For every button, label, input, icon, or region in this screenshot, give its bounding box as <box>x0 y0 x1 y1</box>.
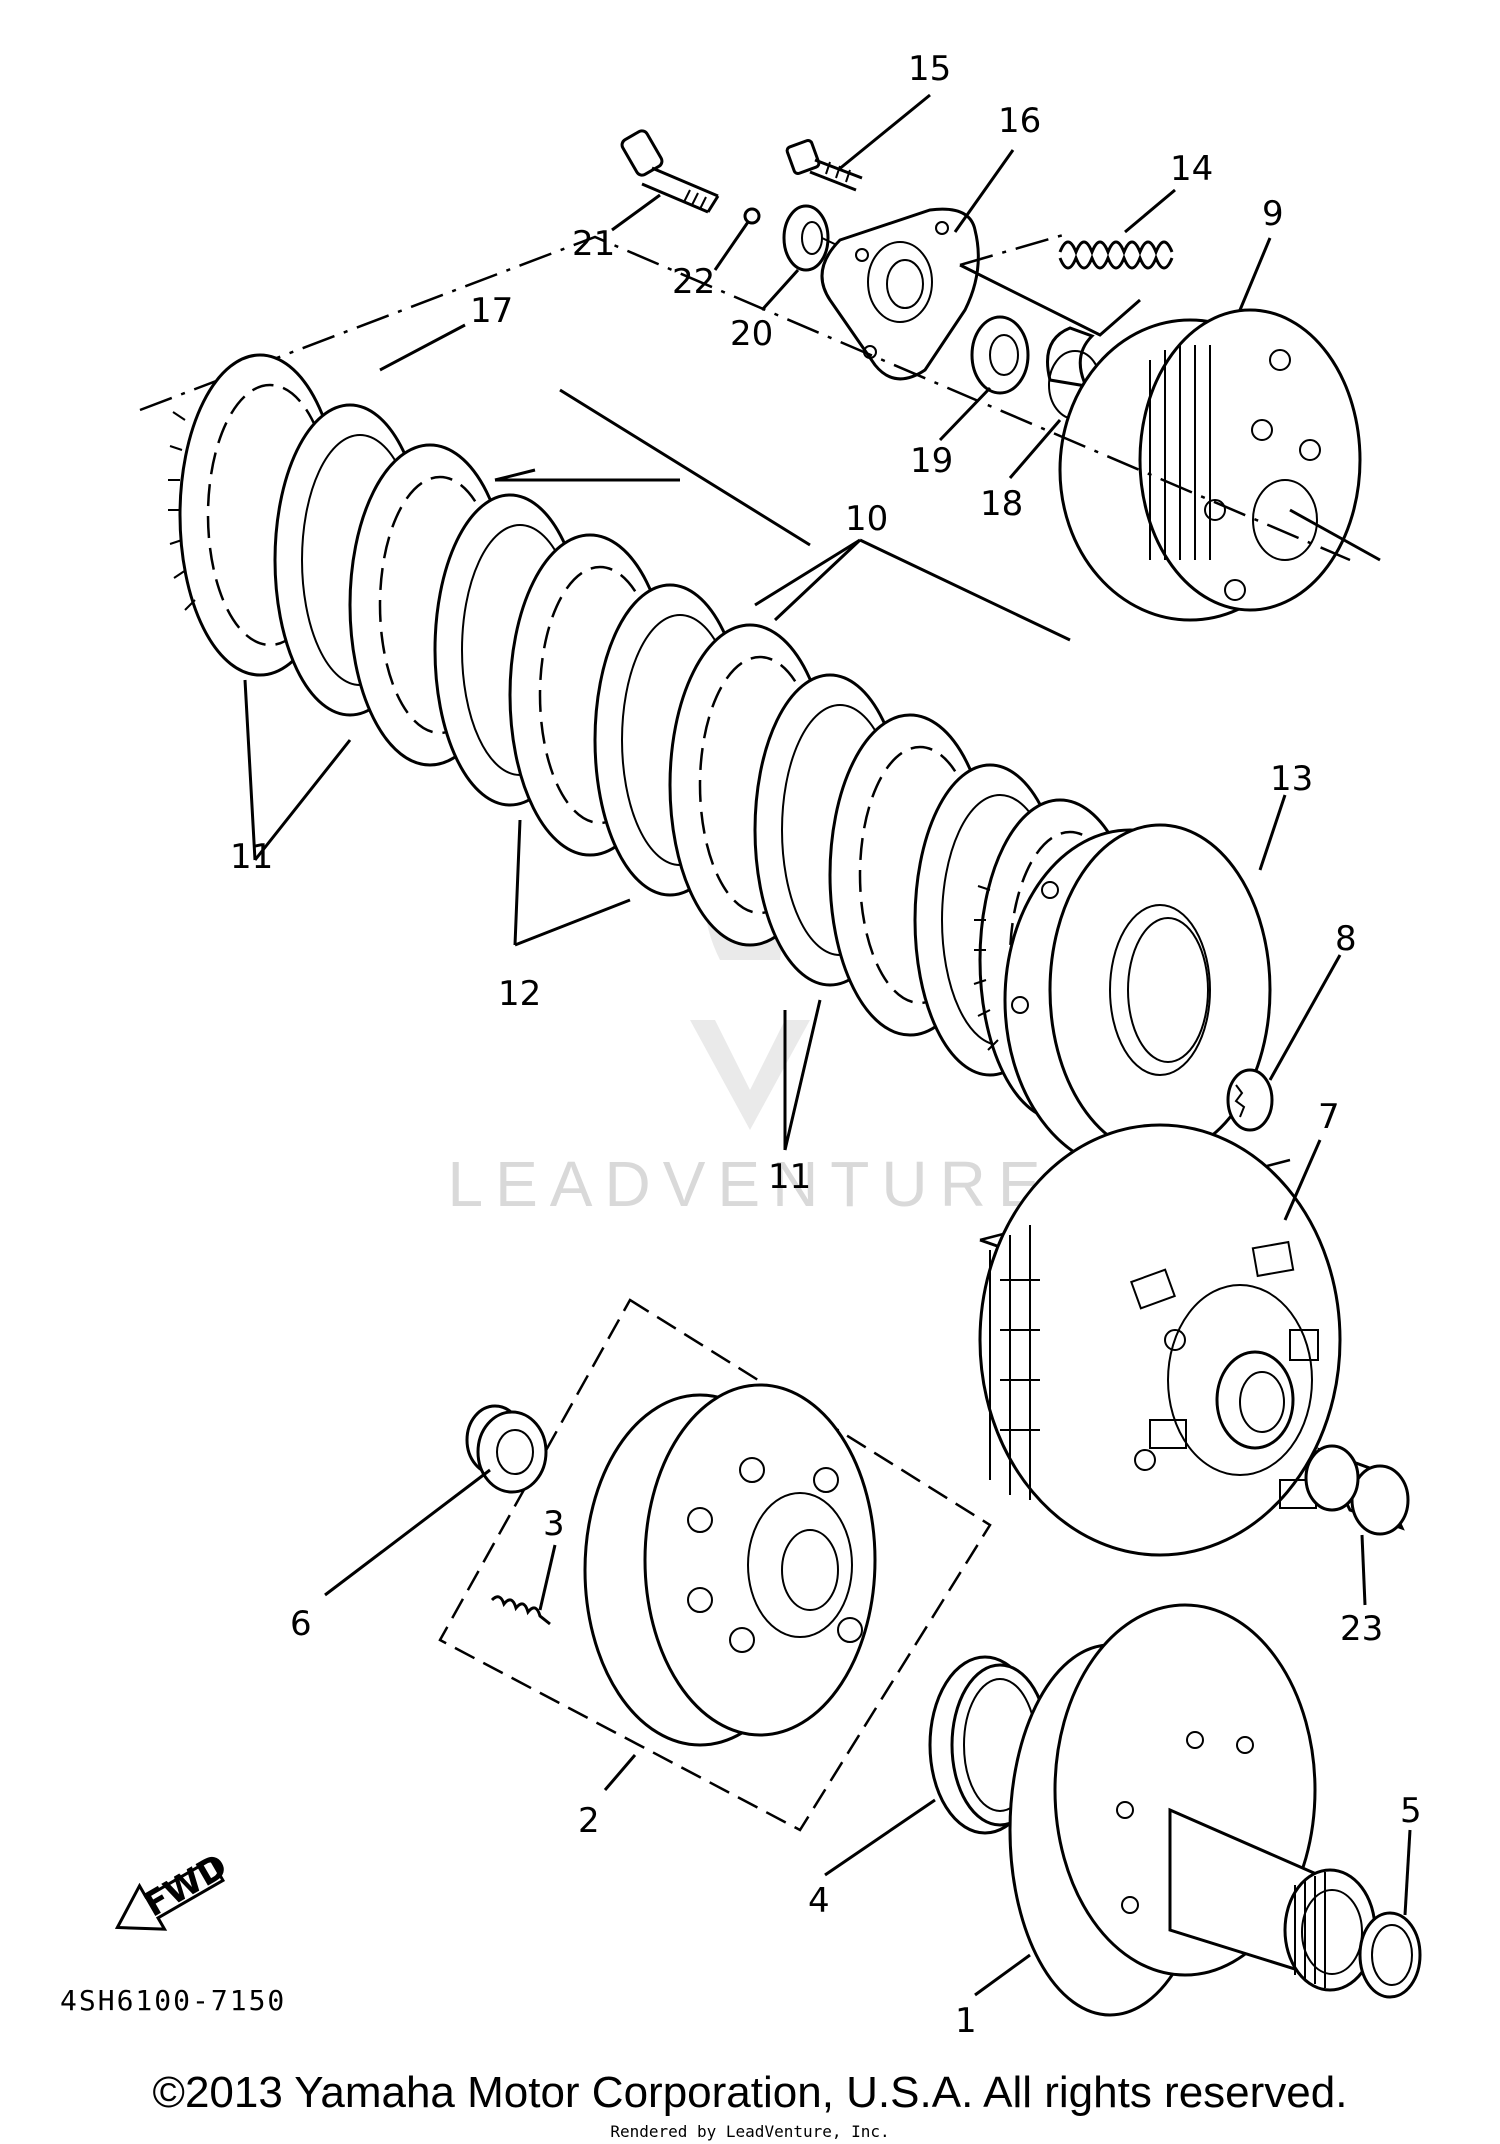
part-8-circlip <box>1226 1068 1274 1132</box>
part-22-ball <box>743 207 761 225</box>
part-code: 4SH6100-7150 <box>60 1984 286 2017</box>
part-9-pressure-plate <box>1058 308 1381 622</box>
callout-1: 1 <box>955 2001 977 2041</box>
part-2-clutch-carrier <box>583 1383 877 1747</box>
leader-5 <box>1403 1829 1412 1916</box>
part-15-screw <box>785 139 863 192</box>
callout-20: 20 <box>730 314 773 354</box>
rendered-by-credit: Rendered by LeadVenture, Inc. <box>610 2122 890 2141</box>
leader-3 <box>538 1544 557 1611</box>
bracket-12 <box>513 819 631 947</box>
bracket-11b <box>783 999 822 1151</box>
callout-5: 5 <box>1400 1791 1422 1831</box>
leader-16 <box>953 149 1015 233</box>
plate-stack <box>168 353 1274 1172</box>
part-13-clutch-boss <box>1003 823 1272 1172</box>
leader-9 <box>1238 237 1272 311</box>
leader-13 <box>1258 794 1287 871</box>
callout-18: 18 <box>980 484 1023 524</box>
bracket-10-ticks <box>495 478 862 622</box>
callout-21: 21 <box>572 224 615 264</box>
leader-18 <box>1008 419 1062 479</box>
part-2-group-box <box>438 1298 992 1832</box>
bracket-11a <box>243 679 352 861</box>
callout-6: 6 <box>290 1604 312 1644</box>
copyright-notice: ©2013 Yamaha Motor Corporation, U.S.A. A… <box>152 2068 1348 2117</box>
leader-8 <box>1268 954 1342 1081</box>
part-3-spring <box>490 1595 551 1626</box>
leader-19 <box>938 386 992 442</box>
callout-16: 16 <box>998 101 1041 141</box>
leader-2 <box>603 1754 637 1791</box>
leader-21 <box>611 193 661 232</box>
leader-7 <box>1283 1139 1322 1221</box>
callout-14: 14 <box>1170 149 1213 189</box>
callout-3: 3 <box>543 1504 565 1544</box>
leader-22 <box>713 221 750 271</box>
part-7-clutch-housing <box>978 1123 1342 1557</box>
leader-20 <box>760 268 800 312</box>
part-1-primary-driven-gear <box>1008 1603 1377 2017</box>
callout-15: 15 <box>908 49 951 89</box>
part-6-nut <box>465 1404 548 1494</box>
part-5-washer <box>1358 1911 1422 1999</box>
top-bracket-dashdot <box>139 231 1351 562</box>
callout-19: 19 <box>910 441 953 481</box>
callout-11a: 11 <box>230 837 273 877</box>
callout-7: 7 <box>1318 1097 1340 1137</box>
bracket-10 <box>494 388 1071 642</box>
callout-22: 22 <box>672 262 715 302</box>
fwd-arrow: FWD <box>114 1846 234 1931</box>
callout-labels: 15 16 14 9 21 22 20 17 19 18 10 11 12 13… <box>230 49 1422 2041</box>
part-21-bolt <box>620 129 720 214</box>
part-16-plate <box>820 207 980 381</box>
leader-23 <box>1360 1534 1367 1606</box>
leader-14 <box>1124 188 1176 234</box>
callout-8: 8 <box>1335 919 1357 959</box>
leader-15 <box>837 93 931 172</box>
callout-2: 2 <box>578 1801 600 1841</box>
fwd-label: FWD <box>137 1846 234 1925</box>
callout-12: 12 <box>498 974 541 1014</box>
bracket-9 <box>959 263 1141 337</box>
callout-13: 13 <box>1270 759 1313 799</box>
callout-17: 17 <box>470 291 513 331</box>
watermark-text: LEADVENTURE <box>448 1148 1053 1220</box>
callout-9: 9 <box>1262 194 1284 234</box>
callout-11b: 11 <box>768 1157 811 1197</box>
part-23-collar <box>1304 1444 1410 1536</box>
part-14-spring <box>1058 240 1174 270</box>
callout-4: 4 <box>808 1881 830 1921</box>
leader-4 <box>824 1798 936 1877</box>
callout-10: 10 <box>845 499 888 539</box>
leader-17 <box>379 323 466 372</box>
part-19-nut <box>970 315 1030 395</box>
callout-23: 23 <box>1340 1609 1383 1649</box>
leader-1 <box>974 1953 1031 1997</box>
leader-6 <box>324 1468 491 1597</box>
